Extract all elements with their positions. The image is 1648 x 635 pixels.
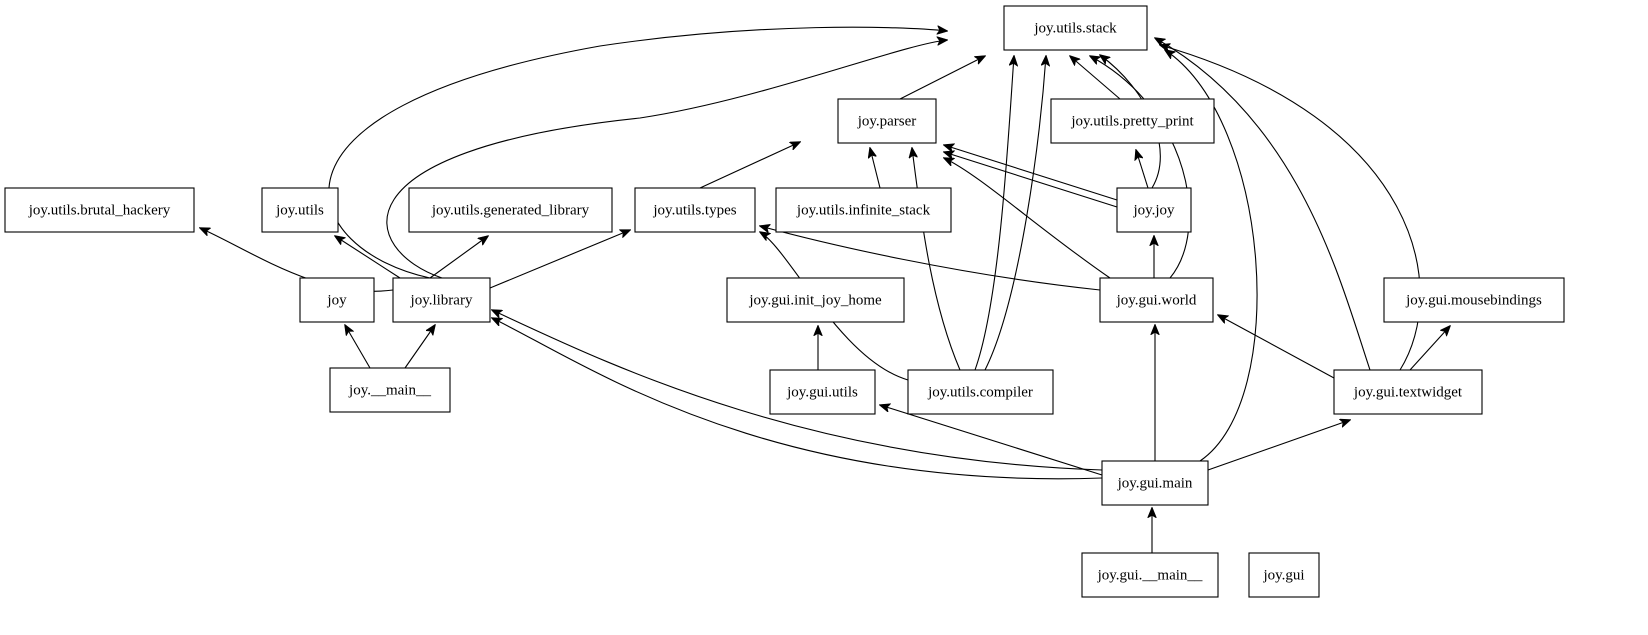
graph-edge [386, 40, 947, 279]
graph-edge [1155, 38, 1371, 371]
graph-edge [912, 148, 961, 371]
graph-node[interactable]: joy.library [392, 277, 491, 323]
graph-node[interactable]: joy.utils.types [634, 187, 756, 233]
graph-edge [1160, 45, 1421, 371]
node-label: joy.gui.main [1117, 475, 1193, 491]
node-box[interactable] [4, 187, 195, 233]
graph-edge [699, 142, 800, 189]
graph-edge [328, 27, 947, 279]
node-label: joy.utils.stack [1033, 20, 1117, 36]
graph-node[interactable]: joy.joy [1116, 187, 1192, 233]
node-box[interactable] [329, 367, 451, 413]
graph-edge [345, 325, 371, 369]
graph-edge [429, 236, 488, 279]
graph-edge [880, 405, 1103, 476]
node-box[interactable] [1050, 98, 1215, 144]
graph-edge [492, 318, 1103, 480]
node-box[interactable] [775, 187, 952, 233]
node-box[interactable] [261, 187, 339, 233]
graph-node[interactable]: joy.utils.compiler [907, 369, 1054, 415]
node-label: joy.utils.pretty_print [1070, 113, 1194, 129]
graph-edge [984, 56, 1046, 371]
graph-node[interactable]: joy.gui.main [1101, 460, 1209, 506]
node-label: joy.gui.__main__ [1097, 567, 1203, 583]
graph-node[interactable]: joy.gui.textwidget [1333, 369, 1483, 415]
node-label: joy.gui.textwidget [1353, 384, 1463, 400]
graph-node[interactable]: joy.gui.init_joy_home [726, 277, 905, 323]
graph-edge [1090, 56, 1190, 279]
graph-node[interactable]: joy [299, 277, 375, 323]
nodes-layer: joy.utils.stack joy.parser joy.utils.prett… [4, 5, 1565, 598]
node-box[interactable] [1248, 552, 1320, 598]
graph-node[interactable]: joy.parser [837, 98, 937, 144]
graph-edge [870, 148, 881, 189]
graph-node[interactable]: joy.gui.world [1099, 277, 1214, 323]
graph-edge [1218, 315, 1335, 379]
node-box[interactable] [392, 277, 491, 323]
node-box[interactable] [1101, 460, 1209, 506]
node-label: joy.utils.types [652, 202, 736, 218]
node-label: joy.gui.mousebindings [1405, 292, 1542, 308]
graph-node[interactable]: joy.utils.stack [1003, 5, 1148, 51]
node-label: joy.gui [1262, 567, 1304, 583]
graph-node[interactable]: joy.gui.utils [769, 369, 876, 415]
graph-edge [1070, 56, 1121, 100]
node-label: joy [326, 292, 347, 308]
graph-edge [404, 325, 435, 369]
edges-layer [200, 27, 1450, 553]
node-label: joy.utils [275, 202, 324, 218]
node-label: joy.gui.world [1116, 292, 1197, 308]
node-box[interactable] [634, 187, 756, 233]
node-box[interactable] [1081, 552, 1219, 598]
node-box[interactable] [1003, 5, 1148, 51]
node-box[interactable] [1099, 277, 1214, 323]
node-box[interactable] [769, 369, 876, 415]
graph-node[interactable]: joy.__main__ [329, 367, 451, 413]
graph-edge [944, 145, 1118, 201]
node-label: joy.utils.compiler [927, 384, 1033, 400]
node-label: joy.gui.utils [786, 384, 858, 400]
node-box[interactable] [837, 98, 937, 144]
node-box[interactable] [726, 277, 905, 323]
graph-edge [1207, 420, 1350, 471]
node-box[interactable] [299, 277, 375, 323]
node-label: joy.library [410, 292, 473, 308]
graph-node[interactable]: joy.gui.__main__ [1081, 552, 1219, 598]
graph-node[interactable]: joy.utils.infinite_stack [775, 187, 952, 233]
node-box[interactable] [1383, 277, 1565, 323]
graph-edge [1136, 150, 1149, 189]
node-label: joy.__main__ [348, 382, 431, 398]
node-box[interactable] [1116, 187, 1192, 233]
node-label: joy.utils.infinite_stack [796, 202, 931, 218]
graph-node[interactable]: joy.utils.generated_library [408, 187, 613, 233]
node-label: joy.parser [857, 113, 917, 129]
graph-edge [974, 56, 1014, 371]
node-label: joy.joy [1132, 202, 1175, 218]
node-box[interactable] [907, 369, 1054, 415]
graph-edge [760, 226, 1101, 291]
graph-node[interactable]: joy.gui [1248, 552, 1320, 598]
graph-edge [492, 310, 1103, 471]
node-box[interactable] [1333, 369, 1483, 415]
graph-edge [1409, 326, 1450, 371]
node-box[interactable] [408, 187, 613, 233]
graph-edge [489, 230, 630, 289]
graph-edge [899, 56, 985, 100]
graph-node[interactable]: joy.gui.mousebindings [1383, 277, 1565, 323]
graph-edge [944, 158, 1111, 279]
node-label: joy.utils.generated_library [431, 202, 590, 218]
node-label: joy.utils.brutal_hackery [28, 202, 171, 218]
graph-edge [1165, 50, 1258, 462]
node-label: joy.gui.init_joy_home [748, 292, 882, 308]
graph-edge [944, 152, 1118, 208]
graph-node[interactable]: joy.utils.pretty_print [1050, 98, 1215, 144]
graph-edge [335, 236, 401, 279]
graph-node[interactable]: joy.utils [261, 187, 339, 233]
graph-node[interactable]: joy.utils.brutal_hackery [4, 187, 195, 233]
